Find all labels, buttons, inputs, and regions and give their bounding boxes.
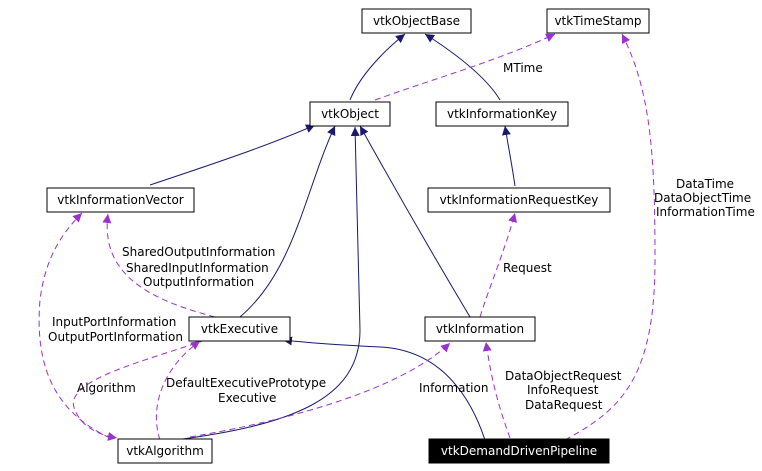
edge-executive-to-object [239, 125, 336, 318]
label-executive: Executive [218, 391, 276, 405]
node-vtkobject-label: vtkObject [321, 107, 379, 121]
label-algorithm: Algorithm [77, 381, 136, 395]
node-vtkdemanddrivenpipeline[interactable]: vtkDemandDrivenPipeline [428, 438, 610, 464]
label-data-object-request: DataObjectRequest [505, 369, 622, 383]
label-information: Information [419, 381, 488, 395]
label-output-information: OutputInformation [143, 275, 254, 289]
edge-algorithm [72, 339, 206, 441]
edge-requestkey-to-infokey [501, 125, 516, 187]
node-vtkobjectbase-label: vtkObjectBase [373, 14, 460, 28]
label-request: Request [503, 261, 552, 275]
node-vtkalgorithm-label: vtkAlgorithm [126, 444, 204, 458]
edge-shared-information [102, 213, 216, 318]
node-vtkexecutive[interactable]: vtkExecutive [188, 316, 291, 342]
edge-infovector-to-object [149, 124, 316, 186]
node-vtkinformation-label: vtkInformation [436, 322, 524, 336]
node-vtkinformationvector-label: vtkInformationVector [57, 193, 184, 207]
label-shared-output-information: SharedOutputInformation [122, 245, 275, 259]
edge-port-information [38, 212, 111, 439]
node-vtktimestamp-label: vtkTimeStamp [554, 14, 641, 28]
node-vtkobject[interactable]: vtkObject [309, 101, 391, 127]
node-vtkdemanddrivenpipeline-label: vtkDemandDrivenPipeline [441, 444, 597, 458]
edge-information [189, 342, 451, 438]
label-data-object-time: DataObjectTime [654, 191, 751, 205]
node-vtktimestamp[interactable]: vtkTimeStamp [546, 8, 650, 34]
label-default-executive-prototype: DefaultExecutivePrototype [166, 376, 326, 390]
edge-executive-prototype [155, 340, 201, 441]
node-vtkinformationkey-label: vtkInformationKey [447, 107, 557, 121]
node-vtkobjectbase[interactable]: vtkObjectBase [361, 8, 472, 34]
label-information-time: InformationTime [656, 205, 755, 219]
edge-pipeline-to-executive [282, 336, 486, 441]
edge-mtime [374, 33, 556, 101]
node-vtkexecutive-label: vtkExecutive [201, 322, 278, 336]
node-vtkalgorithm[interactable]: vtkAlgorithm [117, 438, 213, 464]
edge-data-request [482, 341, 511, 439]
edge-infokey-to-objectbase [424, 33, 501, 101]
label-data-time: DataTime [676, 177, 734, 191]
edge-object-to-objectbase [349, 33, 406, 101]
label-mtime: MTime [503, 61, 543, 75]
edge-information-to-object [359, 125, 471, 318]
edge-datatime [564, 33, 656, 441]
node-vtkinformationvector[interactable]: vtkInformationVector [46, 187, 195, 213]
label-info-request: InfoRequest [527, 383, 599, 397]
node-vtkinformationrequestkey[interactable]: vtkInformationRequestKey [427, 187, 611, 213]
label-output-port-information: OutputPortInformation [48, 330, 183, 344]
edge-request [479, 212, 517, 318]
node-vtkinformation[interactable]: vtkInformation [424, 316, 536, 342]
label-input-port-information: InputPortInformation [52, 315, 176, 329]
label-shared-input-information: SharedInputInformation [126, 261, 269, 275]
label-data-request: DataRequest [525, 398, 603, 412]
node-vtkinformationkey[interactable]: vtkInformationKey [435, 101, 569, 127]
node-vtkinformationrequestkey-label: vtkInformationRequestKey [440, 193, 599, 207]
